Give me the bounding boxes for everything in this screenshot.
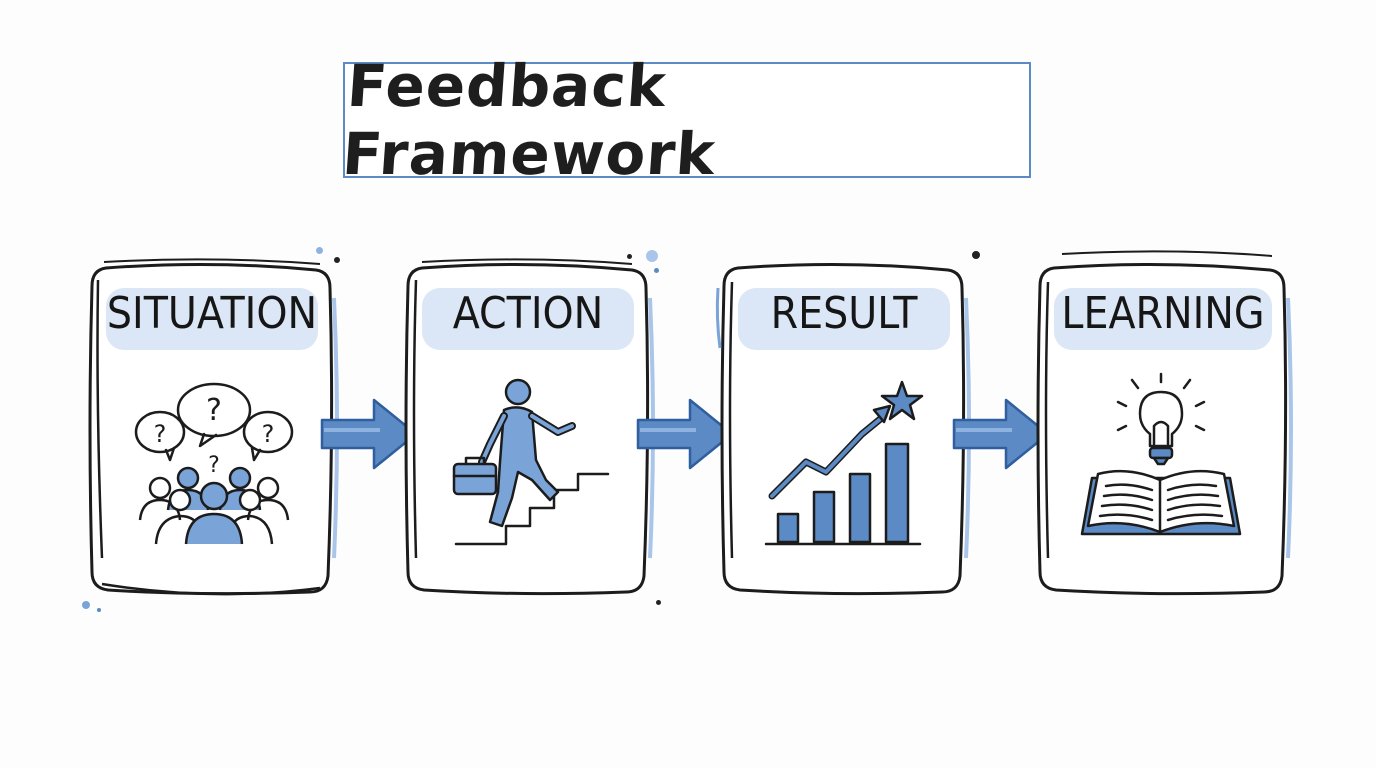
decor-dot <box>654 268 659 273</box>
arrow-right-icon <box>320 398 418 470</box>
person-climbing-stairs-icon <box>452 378 610 546</box>
decor-dot <box>646 250 658 262</box>
svg-text:?: ? <box>206 393 222 428</box>
step-label: ACTION <box>452 288 604 339</box>
step-label: RESULT <box>770 288 918 339</box>
book-lightbulb-icon <box>1080 372 1242 536</box>
decor-dot <box>316 247 323 254</box>
decor-dot <box>627 254 632 259</box>
step-card-action: ACTION <box>400 258 656 602</box>
decor-dot <box>82 601 90 609</box>
svg-text:?: ? <box>262 420 275 448</box>
arrow-right-icon <box>952 398 1050 470</box>
step-label: SITUATION <box>106 288 318 339</box>
svg-text:?: ? <box>208 453 220 478</box>
arrow-right-icon <box>636 398 734 470</box>
step-card-learning: LEARNING <box>1032 250 1294 602</box>
decor-dot <box>972 251 980 259</box>
decor-dot <box>97 608 101 612</box>
step-card-result: RESULT <box>715 258 972 602</box>
growth-chart-star-icon <box>764 380 924 546</box>
people-questions-icon: ? ? ? ? <box>134 382 294 545</box>
svg-text:?: ? <box>154 420 167 448</box>
title-box: Feedback Framework <box>340 52 1031 188</box>
decor-dot <box>656 600 661 605</box>
step-card-situation: SITUATION ? ? ? ? <box>84 258 340 602</box>
decor-dot <box>334 257 340 263</box>
diagram-title: Feedback Framework <box>340 52 719 188</box>
step-label: LEARNING <box>1061 288 1265 339</box>
